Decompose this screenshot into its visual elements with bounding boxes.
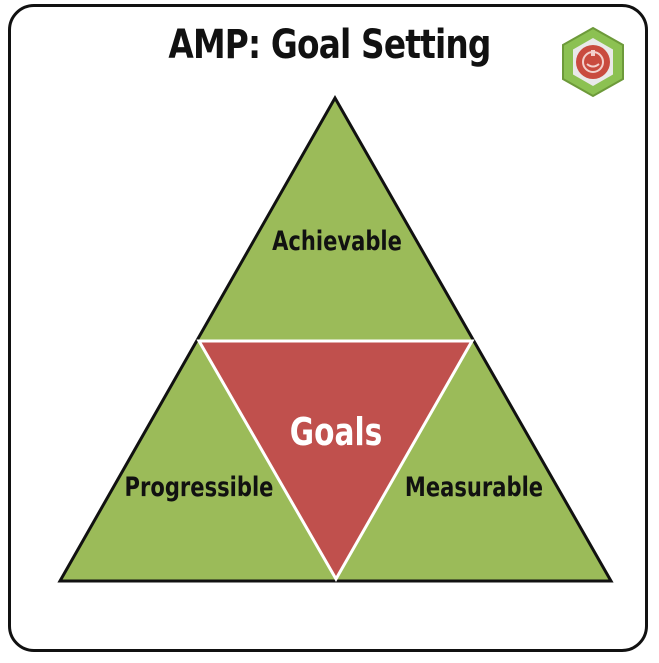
goals-inverted-triangle <box>196 339 475 583</box>
hexagon-logo-icon <box>562 26 624 98</box>
goals-label: Goals <box>289 410 383 454</box>
achievable-label: Achievable <box>272 226 402 257</box>
page-title: AMP: Goal Setting <box>168 22 491 68</box>
progressible-label: Progressible <box>124 472 274 503</box>
measurable-label: Measurable <box>404 472 544 503</box>
